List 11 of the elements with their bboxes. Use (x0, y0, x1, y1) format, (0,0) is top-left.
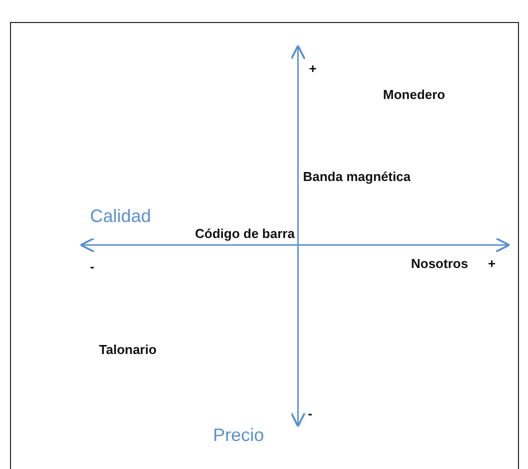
minus-sign: - (90, 260, 94, 273)
plus-sign: + (309, 62, 317, 75)
product-label: Nosotros (411, 257, 468, 270)
product-label: Banda magnética (303, 170, 411, 183)
axis-label: Calidad (90, 207, 152, 225)
product-label: Monedero (383, 88, 446, 101)
plus-sign: + (488, 257, 496, 270)
axis-label: Precio (213, 426, 264, 444)
minus-sign: - (308, 407, 312, 420)
product-label: Talonario (99, 343, 157, 356)
product-label: Código de barra (195, 227, 295, 240)
